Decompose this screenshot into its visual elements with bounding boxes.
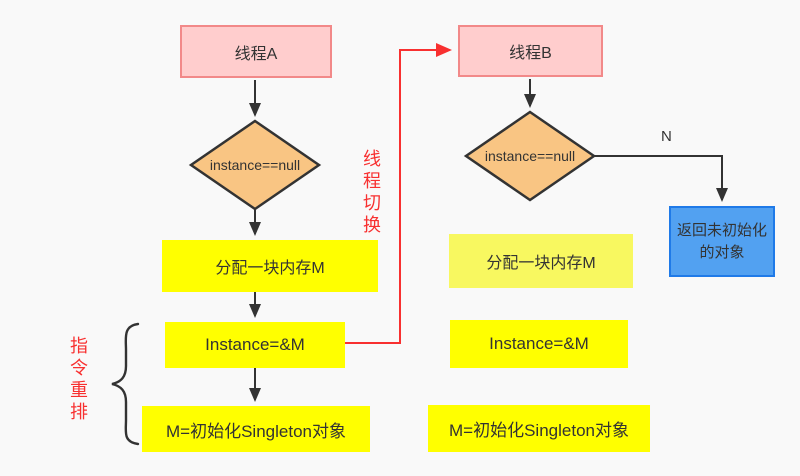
- step-assign-instance-right: Instance=&M: [450, 320, 628, 368]
- result-uninitialized-object-node: 返回未初始化的对象: [669, 206, 775, 277]
- thread-b-node: 线程B: [458, 25, 603, 77]
- condition-diamond-left: [188, 119, 322, 211]
- condition-a-label: instance==null: [209, 157, 301, 173]
- step-allocate-memory-right: 分配一块内存M: [449, 234, 633, 288]
- instruction-reorder-annotation: 指令重排: [68, 336, 88, 424]
- thread-switch-annotation: 线程切换: [361, 149, 381, 237]
- thread-a-node: 线程A: [180, 25, 332, 78]
- condition-b-label: instance==null: [484, 148, 576, 164]
- red-thread-switch-connector: [345, 43, 452, 344]
- step-assign-instance-left: Instance=&M: [165, 322, 345, 368]
- arrow-condition-b-no-branch: [594, 155, 728, 202]
- condition-diamond-right: [463, 110, 597, 202]
- step-allocate-memory-left: 分配一块内存M: [162, 240, 378, 292]
- step-init-singleton-right: M=初始化Singleton对象: [428, 405, 650, 452]
- instruction-reorder-brace: [111, 322, 140, 446]
- branch-no-label: N: [661, 128, 672, 145]
- step-init-singleton-left: M=初始化Singleton对象: [142, 406, 370, 452]
